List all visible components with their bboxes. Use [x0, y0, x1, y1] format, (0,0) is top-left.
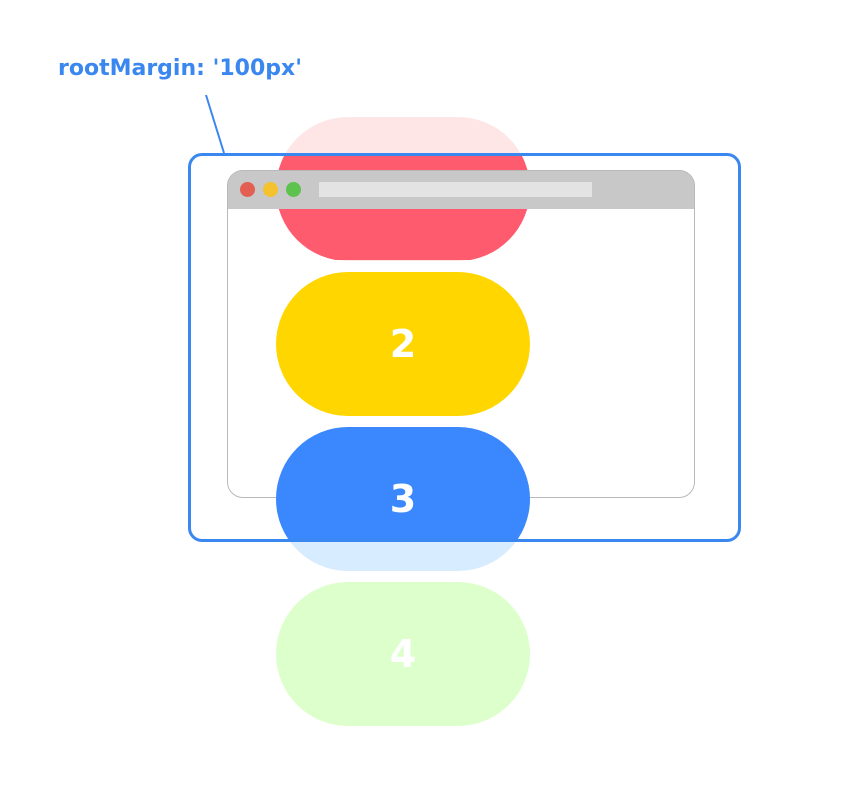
- item-3-pill: 3: [276, 427, 530, 542]
- root-margin-label: rootMargin: '100px': [58, 56, 302, 81]
- close-dot-icon[interactable]: [240, 182, 255, 197]
- item-4-pill: 4: [276, 582, 530, 726]
- item-4-number: 4: [389, 632, 417, 676]
- minimize-dot-icon[interactable]: [263, 182, 278, 197]
- item-3-visible-clip: 3: [0, 427, 860, 542]
- address-bar[interactable]: [319, 182, 592, 197]
- item-3-number: 3: [389, 477, 417, 521]
- browser-titlebar: [227, 170, 695, 209]
- maximize-dot-icon[interactable]: [286, 182, 301, 197]
- root-margin-box: [188, 153, 741, 542]
- item-2-number: 2: [389, 322, 417, 366]
- item-2-pill: 2: [276, 272, 530, 416]
- titlebar-background: [228, 171, 694, 209]
